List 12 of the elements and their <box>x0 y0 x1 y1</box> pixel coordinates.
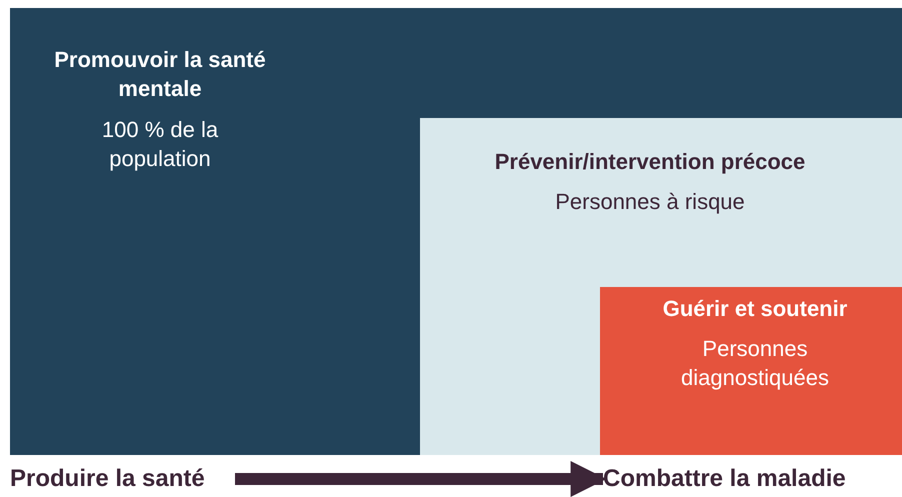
panel-text: Personnes à risque <box>554 188 746 216</box>
panel-heading: Guérir et soutenir <box>662 295 848 323</box>
axis-start-label: Produire la santé <box>10 462 235 496</box>
axis-end-label: Combattre la maladie <box>603 462 895 496</box>
prevention-panel <box>420 118 902 455</box>
promotion-panel <box>10 8 902 455</box>
panel-text: 100 % de la population <box>100 116 220 173</box>
panel-text: Personnes diagnostiquées <box>680 335 830 392</box>
treatment-panel <box>600 287 902 455</box>
panel-heading: Prévenir/intervention précoce <box>494 148 806 176</box>
arrow <box>235 461 607 497</box>
panel-heading: Promouvoir la santé mentale <box>53 46 267 103</box>
